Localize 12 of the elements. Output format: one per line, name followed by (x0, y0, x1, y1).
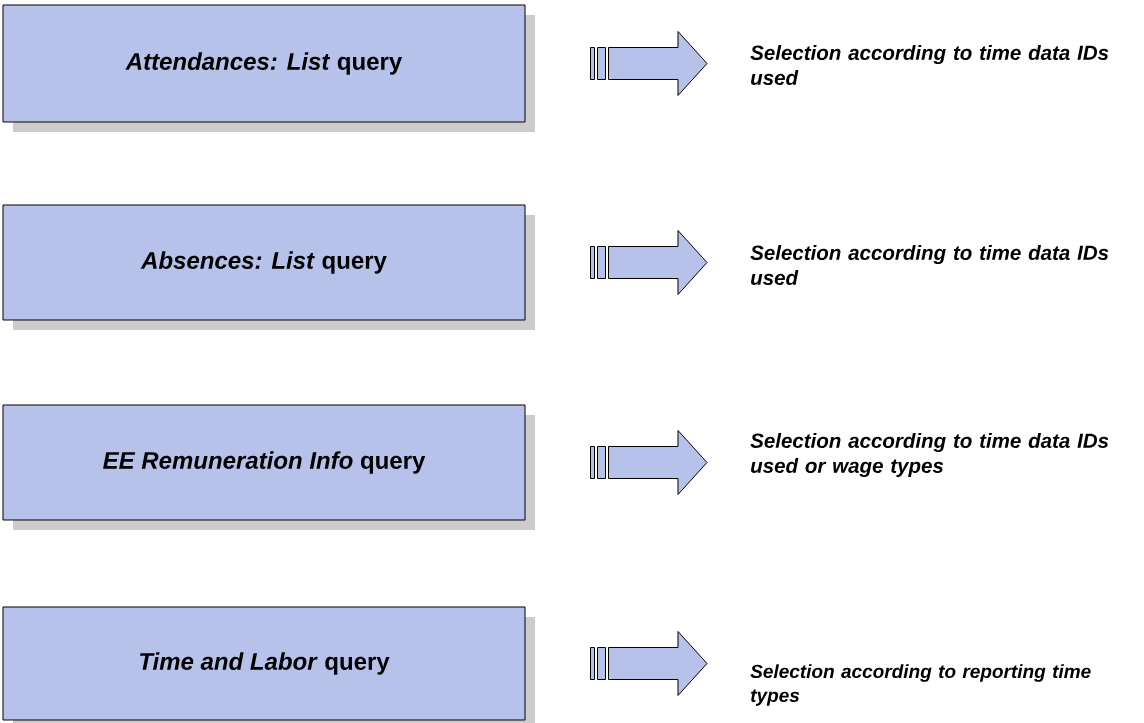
query-box: Attendances: List query (2, 4, 535, 132)
block-arrow (590, 31, 708, 96)
description-text: Selection according to time data IDs used or wage types (750, 432, 1109, 478)
description-text: Selection according to time data IDs used (750, 244, 1109, 285)
query-box: Absences: List query (2, 204, 535, 330)
block-arrow (590, 230, 708, 295)
block-arrow (590, 631, 708, 696)
description-text: Selection according to time data IDs used (750, 44, 1109, 86)
block-arrow (590, 430, 708, 495)
description-text: Selection according to reporting time types (750, 664, 1091, 706)
query-box: Time and Labor query (2, 606, 535, 723)
query-box: EE Remuneration Info query (2, 404, 535, 530)
